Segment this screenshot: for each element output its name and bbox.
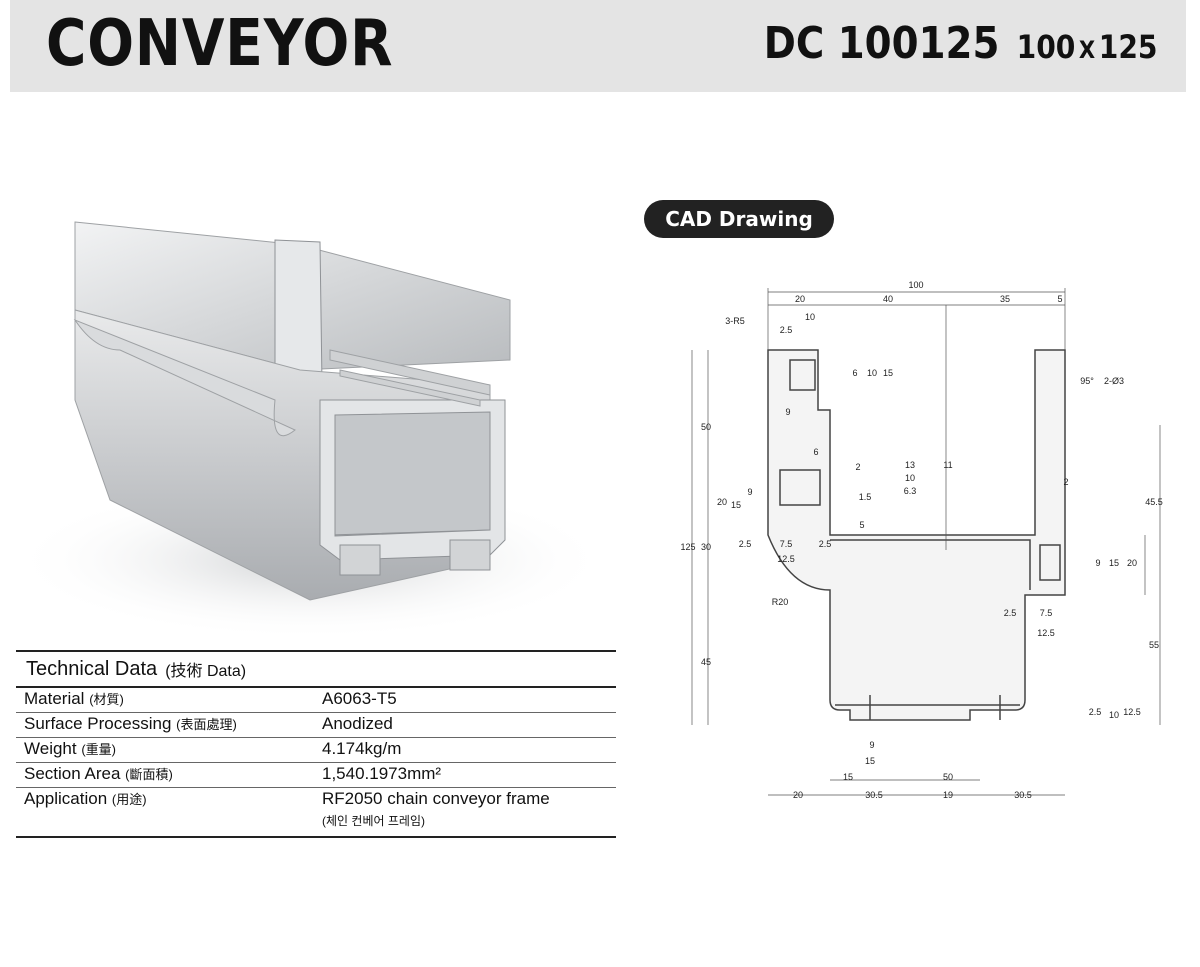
row-label: Application (用途) bbox=[16, 789, 322, 809]
row-value: 4.174kg/m bbox=[322, 739, 402, 758]
dim-br2-20: 20 bbox=[793, 790, 803, 800]
dim-br1-50: 50 bbox=[943, 772, 953, 782]
dim-right-55: 55 bbox=[1149, 640, 1159, 650]
label-sub: (表面處理) bbox=[176, 717, 237, 732]
dim-lb-2: 7.5 bbox=[780, 539, 793, 549]
cad-drawing: 100 20 40 35 5 10 2.5 3-R5 6 10 15 9 6 2… bbox=[680, 280, 1163, 800]
dim-right-20: 20 bbox=[1127, 558, 1137, 568]
dim-web-2: 2 bbox=[855, 462, 860, 472]
row-label: Material (材質) bbox=[16, 689, 322, 709]
dim-lb-4: 12.5 bbox=[777, 554, 795, 564]
row-material: Material (材質) A6063-T5 bbox=[16, 688, 616, 713]
size-x: X bbox=[1079, 36, 1096, 64]
dim-ir-75: 7.5 bbox=[1040, 608, 1053, 618]
label-text: Section Area bbox=[24, 764, 121, 783]
dim-mid-15: 1.5 bbox=[859, 492, 872, 502]
row-value: RF2050 chain conveyor frame (체인 컨베어 프레임) bbox=[322, 789, 616, 829]
dim-bottom-9: 9 bbox=[869, 740, 874, 750]
dim-width: 100 bbox=[908, 280, 923, 290]
dim-ir-25: 2.5 bbox=[1004, 608, 1017, 618]
row-weight: Weight (重量) 4.174kg/m bbox=[16, 738, 616, 763]
cad-drawing-label: CAD Drawing bbox=[644, 200, 834, 238]
row-value: A6063-T5 bbox=[322, 689, 397, 708]
dim-slot-25: 2.5 bbox=[780, 325, 793, 335]
size-height: 125 bbox=[1099, 28, 1158, 66]
technical-title-sub: (技術 Data) bbox=[165, 663, 247, 680]
dim-left-45: 45 bbox=[701, 657, 711, 667]
dim-lb-3: 2.5 bbox=[819, 539, 832, 549]
dim-r5: 3-R5 bbox=[725, 316, 745, 326]
label-text: Material bbox=[24, 689, 85, 708]
brand-title: CONVEYOR bbox=[46, 7, 394, 81]
dim-6: 6 bbox=[852, 368, 857, 378]
dim-br1-15: 15 bbox=[843, 772, 853, 782]
label-sub: (重量) bbox=[81, 742, 117, 757]
dim-mid-63: 6.3 bbox=[904, 486, 917, 496]
technical-title-text: Technical Data bbox=[26, 657, 158, 680]
label-text: Weight bbox=[24, 739, 77, 758]
dim-left-50: 50 bbox=[701, 422, 711, 432]
dim-left-15: 15 bbox=[731, 500, 741, 510]
dim-lb-1: 2.5 bbox=[739, 539, 752, 549]
dim-web-9: 9 bbox=[785, 407, 790, 417]
dim-right-25: 2.5 bbox=[1089, 707, 1102, 717]
dim-right-125: 12.5 bbox=[1123, 707, 1141, 717]
dim-ir-125: 12.5 bbox=[1037, 628, 1055, 638]
dim-bottom-15: 15 bbox=[865, 756, 875, 766]
label-text: Surface Processing bbox=[24, 714, 172, 733]
dim-br2-305a: 30.5 bbox=[865, 790, 883, 800]
value-text: RF2050 chain conveyor frame bbox=[322, 789, 550, 808]
row-value: Anodized bbox=[322, 714, 393, 733]
profile-outline bbox=[767, 349, 1066, 721]
label-sub: (斷面積) bbox=[125, 767, 173, 782]
label-text: Application bbox=[24, 789, 108, 808]
label-sub: (用途) bbox=[111, 792, 147, 807]
dim-br2-19: 19 bbox=[943, 790, 953, 800]
dim-top-2: 40 bbox=[883, 294, 893, 304]
dim-10: 10 bbox=[867, 368, 877, 378]
row-section-area: Section Area (斷面積) 1,540.1973mm² bbox=[16, 763, 616, 788]
dim-right-15: 15 bbox=[1109, 558, 1119, 568]
dim-right-2: 2 bbox=[1063, 477, 1068, 487]
row-value: 1,540.1973mm² bbox=[322, 764, 442, 783]
dim-right-455: 45.5 bbox=[1145, 497, 1163, 507]
dim-height-125: 125 bbox=[680, 542, 695, 552]
dim-r20: R20 bbox=[772, 597, 789, 607]
dim-web-6: 6 bbox=[813, 447, 818, 457]
row-application: Application (用途) RF2050 chain conveyor f… bbox=[16, 788, 616, 838]
model-code: DC 100125 bbox=[764, 18, 1000, 69]
dim-br2-305b: 30.5 bbox=[1014, 790, 1032, 800]
size-width: 100 bbox=[1017, 28, 1076, 66]
dim-mid-10: 10 bbox=[905, 473, 915, 483]
profile-3d-image bbox=[10, 221, 610, 640]
dim-mid-5: 5 bbox=[859, 520, 864, 530]
dim-top-1: 20 bbox=[795, 294, 805, 304]
label-sub: (材質) bbox=[89, 692, 124, 707]
dim-15: 15 bbox=[883, 368, 893, 378]
dim-right-9: 9 bbox=[1095, 558, 1100, 568]
dim-left-9: 9 bbox=[747, 487, 752, 497]
technical-data-title: Technical Data (技術 Data) bbox=[16, 650, 616, 688]
dim-mid-13: 13 bbox=[905, 460, 915, 470]
value-sub: (체인 컨베어 프레임) bbox=[322, 814, 425, 828]
row-label: Section Area (斷面積) bbox=[16, 764, 322, 784]
row-surface: Surface Processing (表面處理) Anodized bbox=[16, 713, 616, 738]
technical-data-table: Technical Data (技術 Data) Material (材質) A… bbox=[16, 650, 616, 838]
dim-top-4: 5 bbox=[1057, 294, 1062, 304]
dim-right-10: 10 bbox=[1109, 710, 1119, 720]
dim-top-3: 35 bbox=[1000, 294, 1010, 304]
dim-holes: 2-Ø3 bbox=[1104, 376, 1124, 386]
row-label: Weight (重量) bbox=[16, 739, 322, 759]
dim-angle: 95° bbox=[1080, 376, 1094, 386]
row-label: Surface Processing (表面處理) bbox=[16, 714, 322, 734]
dim-left-20: 20 bbox=[717, 497, 727, 507]
dim-left-30: 30 bbox=[701, 542, 711, 552]
dim-slot-10: 10 bbox=[805, 312, 815, 322]
dim-mid-11: 11 bbox=[943, 460, 952, 470]
